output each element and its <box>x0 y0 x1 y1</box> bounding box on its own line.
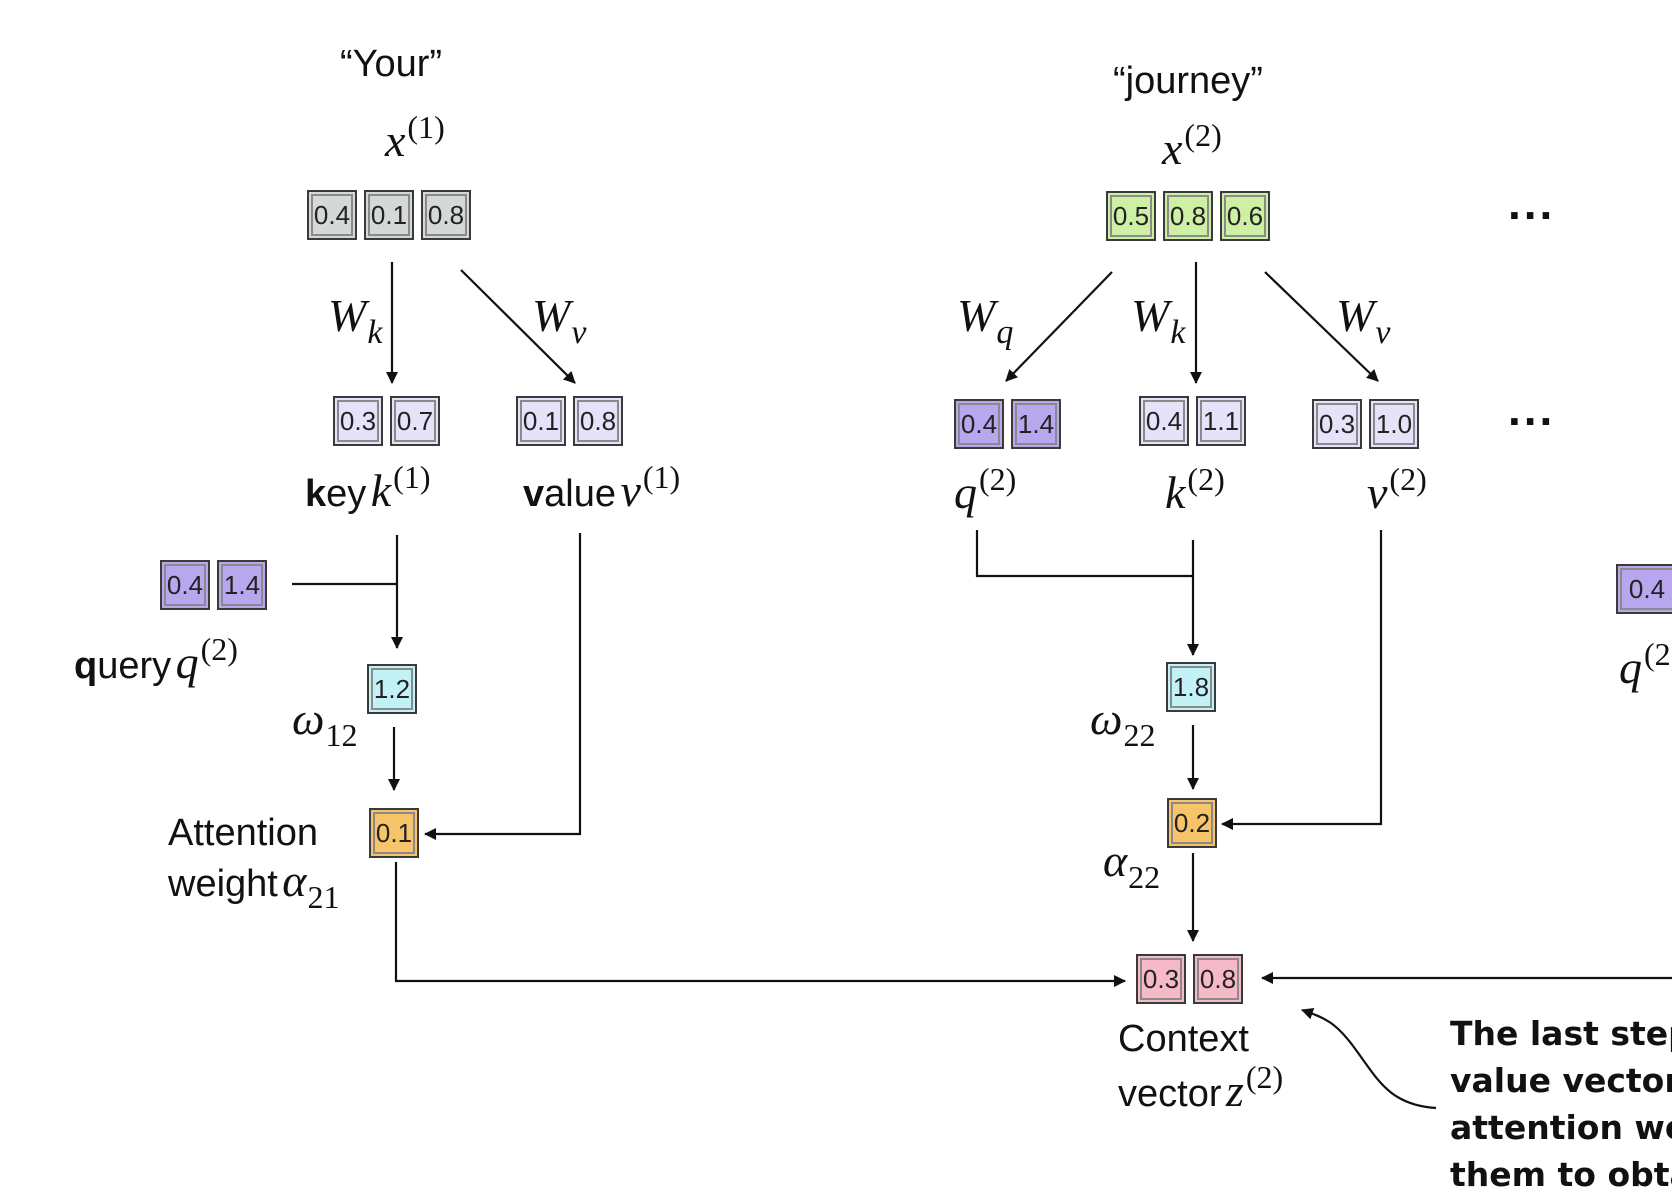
arrow-x2-q <box>1005 271 1113 382</box>
value-vector-v2: 0.3 1.0 <box>1312 399 1419 449</box>
weight-wq-right: Wq <box>957 290 1014 351</box>
omega12-box: 1.2 <box>367 664 417 714</box>
annotation-line-2: value vector <box>1450 1061 1672 1100</box>
k2-cell-1: 1.1 <box>1196 396 1246 446</box>
x1-symbol: x(1) <box>385 109 445 166</box>
attention-weight-line2: weight α21 <box>168 855 340 915</box>
z2-cell-1: 0.8 <box>1193 954 1243 1004</box>
omega22-symbol: ω22 <box>1090 693 1156 753</box>
annotation-line-3: attention wei <box>1450 1108 1672 1147</box>
line-value1-alpha21 <box>424 533 582 840</box>
query-vector-q2-left: 0.4 1.4 <box>160 560 267 610</box>
attention-weight-line1: Attention <box>168 812 318 854</box>
query-vector-q2: 0.4 1.4 <box>954 399 1061 449</box>
line-q2-join <box>975 530 1193 578</box>
ellipsis-middle: ... <box>1508 383 1556 435</box>
x2-cell-2: 0.6 <box>1220 191 1270 241</box>
line-alpha21-context <box>394 862 1126 987</box>
weight-wk-right: Wk <box>1131 290 1186 351</box>
alpha22-box: 0.2 <box>1167 798 1217 848</box>
annotation-line-1: The last step <box>1450 1014 1672 1053</box>
v2-cell-1: 1.0 <box>1369 399 1419 449</box>
annotation-curve <box>1301 1007 1437 1110</box>
v1-cell-0: 0.1 <box>516 396 566 446</box>
arrow-x1-value <box>460 269 576 384</box>
alpha21-cell: 0.1 <box>369 808 419 858</box>
key-vector-k2: 0.4 1.1 <box>1139 396 1246 446</box>
omega22-cell: 1.8 <box>1166 662 1216 712</box>
x1-cell-1: 0.1 <box>364 190 414 240</box>
input-vector-x2: 0.5 0.8 0.6 <box>1106 191 1270 241</box>
weight-wk-left: Wk <box>328 290 383 351</box>
omega22-box: 1.8 <box>1166 662 1216 712</box>
k2-symbol: k(2) <box>1165 461 1225 518</box>
alpha22-cell: 0.2 <box>1167 798 1217 848</box>
alpha22-symbol: α22 <box>1103 835 1161 895</box>
partial-query-vector: 0.4 <box>1616 564 1672 614</box>
omega12-cell: 1.2 <box>367 664 417 714</box>
x1-cell-2: 0.8 <box>421 190 471 240</box>
token-your-label: “Your” <box>340 43 443 85</box>
omega12-symbol: ω12 <box>292 693 358 753</box>
q2-cell-1: 1.4 <box>1011 399 1061 449</box>
context-vector-line1: Context <box>1118 1018 1249 1060</box>
token-journey-label: “journey” <box>1113 60 1263 102</box>
alpha21-box: 0.1 <box>369 808 419 858</box>
q2l-cell-1: 1.4 <box>217 560 267 610</box>
partial-q-symbol: q(2 <box>1619 636 1671 693</box>
weight-wv-left: Wv <box>532 290 587 351</box>
weight-wv-right: Wv <box>1336 290 1391 351</box>
line-v2-alpha22 <box>1221 530 1383 830</box>
query-q2-label: query q(2) <box>74 631 238 688</box>
x2-cell-1: 0.8 <box>1163 191 1213 241</box>
q2-cell-0: 0.4 <box>954 399 1004 449</box>
v2-symbol: v(2) <box>1367 461 1427 518</box>
context-vector-z2: 0.3 0.8 <box>1136 954 1243 1004</box>
annotation-text: The last step value vector attention wei… <box>1450 1010 1672 1198</box>
key-vector-k1: 0.3 0.7 <box>333 396 440 446</box>
k1-cell-0: 0.3 <box>333 396 383 446</box>
annotation-line-4: them to obta <box>1450 1155 1672 1194</box>
ellipsis-top: ... <box>1508 177 1556 229</box>
v1-cell-1: 0.8 <box>573 396 623 446</box>
x2-symbol: x(2) <box>1162 117 1222 174</box>
v2-cell-0: 0.3 <box>1312 399 1362 449</box>
k2-cell-0: 0.4 <box>1139 396 1189 446</box>
value-vector-v1: 0.1 0.8 <box>516 396 623 446</box>
q2-symbol: q(2) <box>954 461 1017 518</box>
k1-cell-1: 0.7 <box>390 396 440 446</box>
x1-cell-0: 0.4 <box>307 190 357 240</box>
value-v1-label: value v(1) <box>523 459 681 516</box>
z2-cell-0: 0.3 <box>1136 954 1186 1004</box>
partial-cell-0: 0.4 <box>1616 564 1672 614</box>
context-vector-line2: vector z(2) <box>1118 1059 1284 1116</box>
key-k1-label: key k(1) <box>305 459 431 516</box>
input-vector-x1: 0.4 0.1 0.8 <box>307 190 471 240</box>
q2l-cell-0: 0.4 <box>160 560 210 610</box>
x2-cell-0: 0.5 <box>1106 191 1156 241</box>
arrow-x2-v <box>1264 271 1379 382</box>
